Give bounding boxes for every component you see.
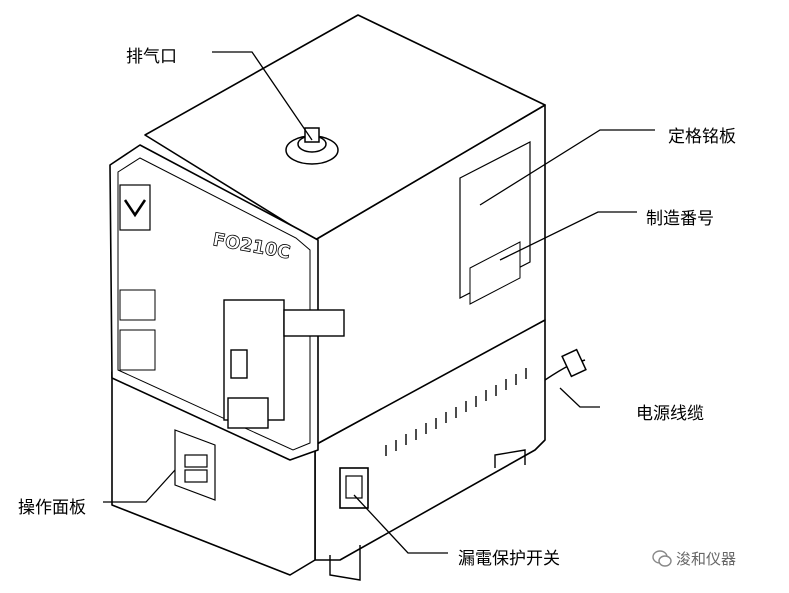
label-exhaust-port: 排气口 <box>126 47 177 67</box>
label-rating-plate: 定格铭板 <box>668 127 736 147</box>
label-serial-number: 制造番号 <box>646 209 714 229</box>
power-cable <box>544 348 587 381</box>
leakage-breaker-switch <box>339 467 369 509</box>
caution-label <box>119 329 156 371</box>
watermark: 浚和仪器 <box>652 548 736 569</box>
label-leakage-breaker: 漏電保护开关 <box>458 549 560 569</box>
wechat-icon <box>652 549 672 567</box>
leader-lines <box>103 51 655 554</box>
cabinet-top-face <box>144 14 546 241</box>
label-control-panel: 操作面板 <box>18 498 86 518</box>
warning-label <box>119 289 156 321</box>
control-panel <box>174 429 216 501</box>
serial-plate <box>469 241 521 305</box>
brand-logo <box>119 184 151 231</box>
label-power-cable: 电源线缆 <box>636 404 704 424</box>
exhaust-port <box>285 127 339 165</box>
side-vents <box>385 368 527 456</box>
watermark-text: 浚和仪器 <box>676 550 737 568</box>
